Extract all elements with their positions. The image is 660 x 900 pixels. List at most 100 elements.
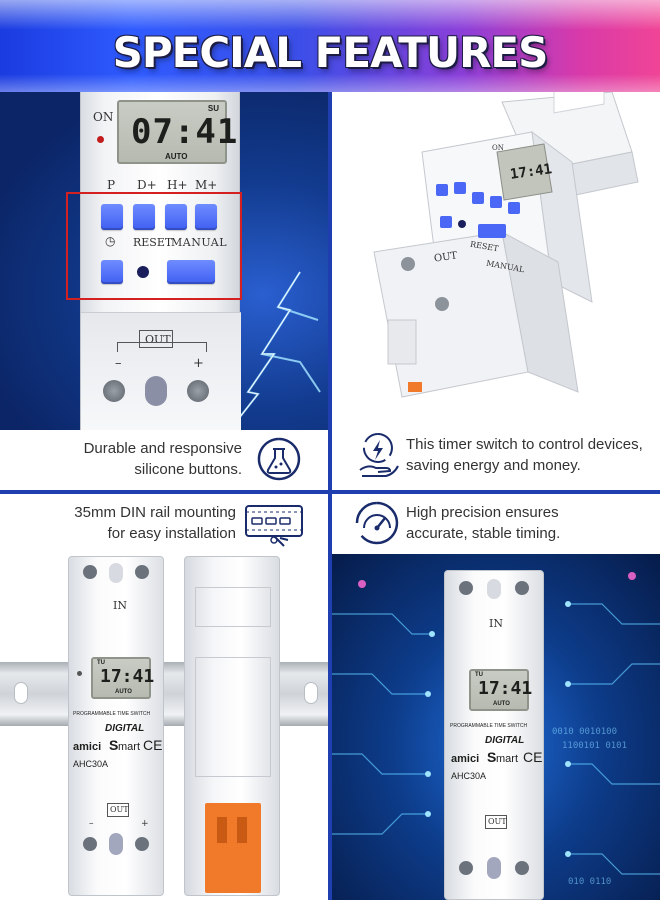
- button-highlight-box: [66, 192, 242, 300]
- plus-label: +: [141, 819, 149, 829]
- terminal-screw-left: [83, 565, 97, 579]
- brand-name: amici: [73, 741, 102, 753]
- ce-mark: CE: [523, 749, 543, 765]
- model-number: AHC30A: [73, 759, 109, 769]
- program-button[interactable]: [101, 204, 123, 230]
- minus-label: –: [89, 819, 94, 829]
- reset-button[interactable]: [137, 266, 149, 278]
- manual-button[interactable]: [167, 260, 215, 284]
- page-title: SPECIAL FEATURES: [112, 28, 549, 77]
- brand-s-logo: S: [109, 737, 119, 753]
- terminal-screw-right: [515, 581, 529, 595]
- caption-line: High precision ensures: [406, 504, 559, 521]
- terminal-screw-left: [459, 581, 473, 595]
- terminal-block: [81, 312, 241, 430]
- caption-line: saving energy and money.: [406, 457, 581, 474]
- lcd-day: SU: [207, 104, 219, 113]
- brand-s-logo: S: [487, 749, 497, 765]
- feature-panel-precision: High precision ensures accurate, stable …: [332, 494, 660, 900]
- on-label: ON: [93, 110, 114, 124]
- lcd-time: 17:41: [478, 678, 533, 699]
- device-subtitle: PROGRAMMABLE TIME SWITCH: [73, 711, 151, 717]
- caption-line: Durable and responsive: [83, 440, 242, 457]
- caption-line: accurate, stable timing.: [406, 525, 561, 542]
- power-led: [97, 136, 104, 143]
- in-label: IN: [113, 599, 127, 612]
- lcd-time: 07:41: [131, 112, 239, 152]
- timer-device-front: IN TU 17:41 AUTO PROGRAMMABLE TIME SWITC…: [444, 570, 544, 900]
- lcd-time: 17:41: [100, 666, 155, 687]
- minus-label: –: [115, 356, 122, 371]
- terminal-slot: [487, 579, 501, 599]
- day-plus-button[interactable]: [133, 204, 155, 230]
- terminal-slot: [109, 563, 123, 583]
- device-angle-photo: ON 17:41 RESET MANUAL OUT: [332, 92, 660, 422]
- ce-mark: CE: [143, 737, 163, 753]
- timer-device-front: IN TU 17:41 AUTO PROGRAMMABLE TIME SWITC…: [68, 556, 164, 896]
- lcd-mode: AUTO: [115, 689, 132, 695]
- feature-panel-energy: ON 17:41 RESET MANUAL OUT This timer swi…: [332, 92, 660, 490]
- lcd-day: TU: [475, 672, 483, 678]
- out-label: OUT: [110, 805, 129, 814]
- din-rail-icon: [245, 505, 303, 547]
- terminal-screw-right: [135, 837, 149, 851]
- device-subtitle: PROGRAMMABLE TIME SWITCH: [450, 723, 528, 729]
- on-label: ON: [492, 144, 504, 152]
- feature-caption-buttons: Durable and responsive silicone buttons.: [84, 438, 242, 480]
- lcd-display: SU 07:41 AUTO: [117, 100, 237, 164]
- lcd-mode: AUTO: [493, 701, 510, 707]
- hour-plus-button[interactable]: [165, 204, 187, 230]
- feature-panel-buttons: ON SU 07:41 AUTO P D+ H+ M+ ◷ RESET MANU…: [0, 92, 328, 490]
- minute-plus-label: M+: [195, 178, 218, 192]
- out-box: OUT: [485, 815, 507, 829]
- caption-line: for easy installation: [107, 525, 236, 542]
- out-bracket: [117, 342, 207, 352]
- back-panel: [195, 657, 271, 777]
- terminal-screw-left: [83, 837, 97, 851]
- feature-caption-din-rail: 35mm DIN rail mounting for easy installa…: [74, 502, 236, 544]
- clip-slot: [237, 817, 247, 843]
- minute-plus-button[interactable]: [195, 204, 217, 230]
- timer-device-front: ON SU 07:41 AUTO P D+ H+ M+ ◷ RESET MANU…: [80, 92, 241, 430]
- grid-divider-vertical: [328, 92, 332, 900]
- back-ridge: [195, 587, 271, 627]
- din-clip[interactable]: [205, 803, 261, 893]
- caption-line: This timer switch to control devices,: [406, 436, 643, 453]
- banner-shine: [0, 74, 660, 92]
- energy-hand-icon: [359, 433, 399, 477]
- terminal-screw-left: [103, 380, 125, 402]
- lcd-day: TU: [97, 660, 105, 666]
- caption-line: silicone buttons.: [134, 461, 242, 478]
- brand-name-suffix: mart: [118, 741, 140, 753]
- hour-plus-label: H+: [167, 178, 188, 192]
- clock-icon: ◷: [105, 234, 116, 248]
- out-box: OUT: [107, 803, 129, 817]
- flask-icon: [257, 437, 301, 481]
- terminal-screw-right: [187, 380, 209, 402]
- terminal-slot: [109, 833, 123, 855]
- caption-area-buttons: Durable and responsive silicone buttons.: [0, 430, 328, 490]
- timer-device-back: [184, 556, 280, 896]
- rail-slot: [14, 682, 28, 704]
- terminal-screw-right: [135, 565, 149, 579]
- feature-panel-din-rail: 35mm DIN rail mounting for easy installa…: [0, 494, 328, 900]
- lcd-display: TU 17:41 AUTO: [91, 657, 155, 699]
- svg-text:010 0110: 010 0110: [568, 877, 611, 887]
- lcd-mode: AUTO: [165, 152, 188, 161]
- clock-button[interactable]: [101, 260, 123, 284]
- day-plus-label: D+: [137, 178, 157, 192]
- device-closeup-photo: ON SU 07:41 AUTO P D+ H+ M+ ◷ RESET MANU…: [0, 92, 328, 430]
- out-label: OUT: [488, 817, 507, 826]
- caption-line: 35mm DIN rail mounting: [74, 504, 236, 521]
- header-banner: SPECIAL FEATURES: [0, 0, 660, 92]
- terminal-slot: [145, 376, 167, 406]
- in-label: IN: [489, 617, 503, 630]
- lightning-graphic: [235, 271, 321, 423]
- reset-label: RESET: [133, 236, 173, 249]
- brand-name: amici: [451, 753, 480, 765]
- timer-device-angled: [373, 92, 639, 398]
- terminal-screw-right: [515, 861, 529, 875]
- digital-label: DIGITAL: [105, 723, 145, 734]
- feature-caption-precision: High precision ensures accurate, stable …: [406, 502, 560, 544]
- svg-text:1100101 0101: 1100101 0101: [562, 741, 627, 751]
